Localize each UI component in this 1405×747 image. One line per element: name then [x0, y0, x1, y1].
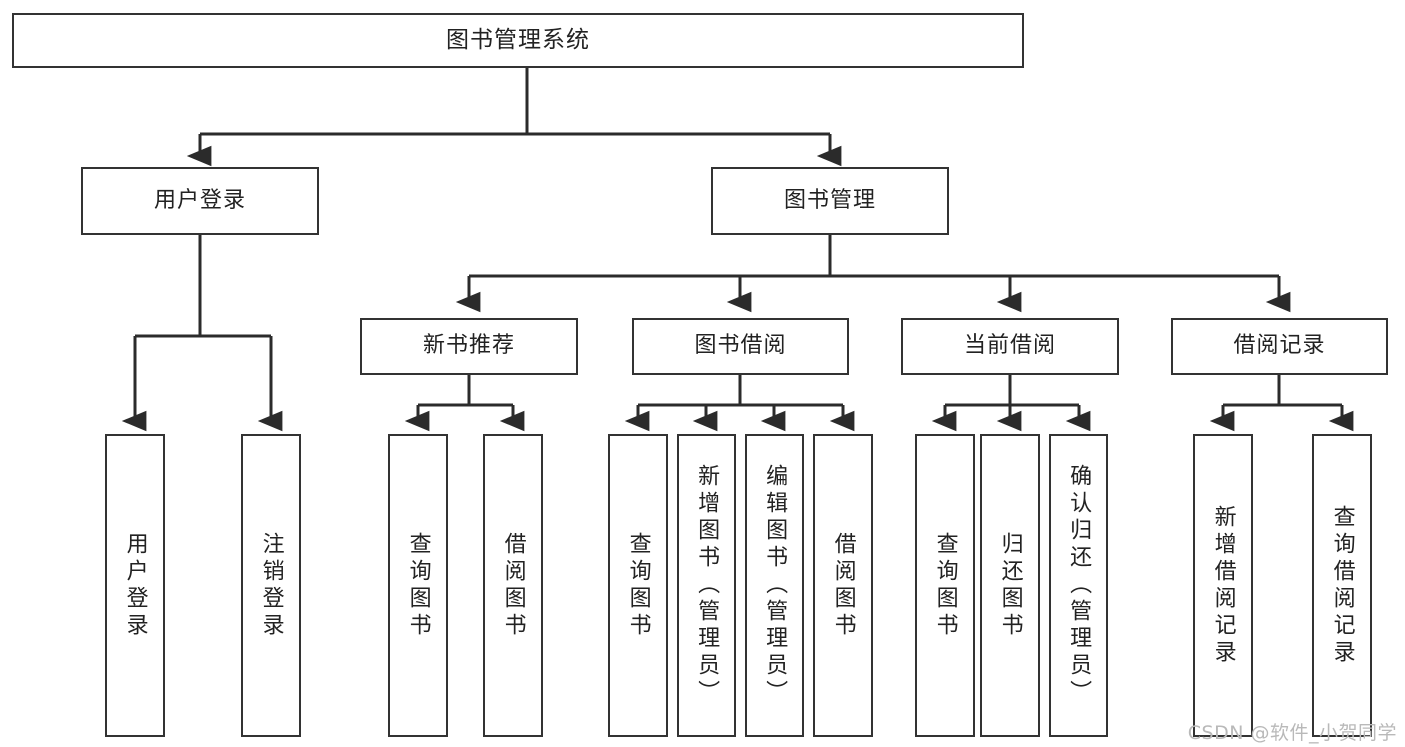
- leaf-query-book-2[interactable]: 查询图书: [608, 434, 668, 737]
- leaf-query-book-3[interactable]: 查询图书: [915, 434, 975, 737]
- leaf-query-record[interactable]: 查询借阅记录: [1312, 434, 1372, 737]
- csdn-watermark: CSDN @软件_小贺同学: [1187, 722, 1397, 744]
- leaf-query-book-1[interactable]: 查询图书: [388, 434, 448, 737]
- node-new-book-recommend[interactable]: 新书推荐: [360, 318, 578, 375]
- leaf-logout-login[interactable]: 注销登录: [241, 434, 301, 737]
- leaf-add-book[interactable]: 新增图书（管理员）: [677, 434, 736, 737]
- node-root[interactable]: 图书管理系统: [12, 13, 1024, 68]
- leaf-return-book[interactable]: 归还图书: [980, 434, 1040, 737]
- leaf-borrow-book-1[interactable]: 借阅图书: [483, 434, 543, 737]
- node-borrow-record[interactable]: 借阅记录: [1171, 318, 1388, 375]
- node-user-login[interactable]: 用户登录: [81, 167, 319, 235]
- node-current-borrow[interactable]: 当前借阅: [901, 318, 1119, 375]
- leaf-confirm-return[interactable]: 确认归还（管理员）: [1049, 434, 1108, 737]
- leaf-edit-book[interactable]: 编辑图书（管理员）: [745, 434, 804, 737]
- leaf-user-login[interactable]: 用户登录: [105, 434, 165, 737]
- leaf-add-record[interactable]: 新增借阅记录: [1193, 434, 1253, 737]
- leaf-borrow-book-2[interactable]: 借阅图书: [813, 434, 873, 737]
- node-book-manage[interactable]: 图书管理: [711, 167, 949, 235]
- node-book-borrow[interactable]: 图书借阅: [632, 318, 849, 375]
